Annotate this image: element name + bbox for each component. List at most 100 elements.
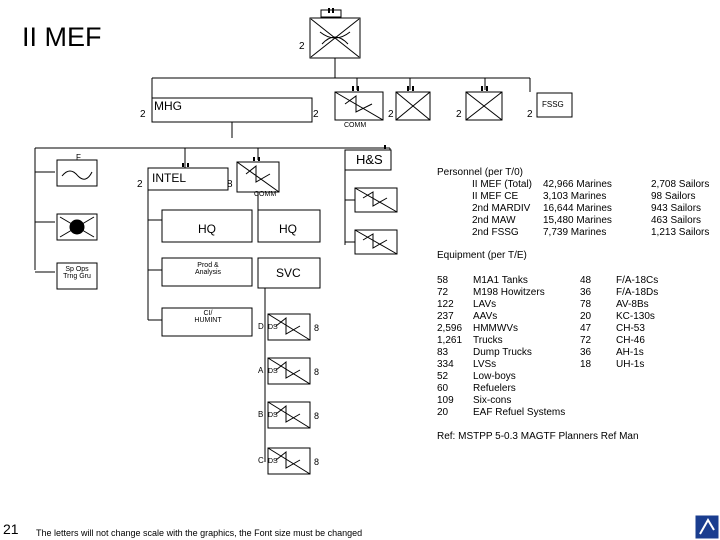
personnel-unit: 2nd MARDIV bbox=[472, 203, 531, 214]
fssg-echelon: 2 bbox=[527, 109, 533, 120]
equipment-ground-qty: 1,261 bbox=[437, 335, 463, 346]
equipment-air-qty: 18 bbox=[580, 359, 592, 370]
hq-right-label: HQ bbox=[279, 222, 297, 236]
personnel-marines: 16,644 Marines bbox=[543, 203, 612, 214]
equipment-ground-qty: 109 bbox=[437, 395, 454, 406]
ace-echelon: 2 bbox=[388, 109, 394, 120]
comm-bn-label: COMM bbox=[254, 191, 277, 198]
intel-label: INTEL bbox=[152, 171, 187, 185]
personnel-marines: 42,966 Marines bbox=[543, 179, 612, 190]
ace-box bbox=[395, 78, 431, 121]
equipment-air-item: CH-46 bbox=[616, 335, 645, 346]
ci-humint-label: CI/ HUMINT bbox=[194, 310, 222, 324]
gce-echelon: 2 bbox=[456, 109, 462, 120]
hq-left-label: HQ bbox=[198, 222, 216, 236]
equipment-ground-qty: 122 bbox=[437, 299, 454, 310]
equipment-air-qty: 36 bbox=[580, 287, 592, 298]
company-b-ds: DS bbox=[268, 412, 278, 419]
fssg-label: FSSG bbox=[542, 100, 564, 109]
equipment-ground-item: AAVs bbox=[473, 311, 498, 322]
personnel-sailors: 98 Sailors bbox=[651, 191, 696, 202]
prod-analysis-label: Prod & Analysis bbox=[194, 262, 222, 276]
personnel-marines: 3,103 Marines bbox=[543, 191, 607, 202]
company-c-label: C bbox=[258, 456, 264, 465]
hs-box bbox=[344, 149, 392, 171]
equipment-air-item: AH-1s bbox=[616, 347, 644, 358]
equipment-ground-qty: 237 bbox=[437, 311, 454, 322]
equipment-air-qty: 72 bbox=[580, 335, 592, 346]
equipment-ground-item: Low-boys bbox=[473, 371, 516, 382]
f-label: F bbox=[76, 153, 81, 162]
equipment-ground-item: M1A1 Tanks bbox=[473, 275, 528, 286]
equipment-ground-item: Six-cons bbox=[473, 395, 512, 406]
ds-company-a bbox=[267, 357, 311, 385]
svc-box bbox=[257, 257, 321, 289]
equipment-ground-item: LVSs bbox=[473, 359, 497, 370]
equipment-ground-item: Dump Trucks bbox=[473, 347, 532, 358]
personnel-unit: II MEF (Total) bbox=[472, 179, 533, 190]
mhg-label: MHG bbox=[154, 99, 182, 113]
company-a-label: A bbox=[258, 366, 264, 375]
equipment-ground-qty: 52 bbox=[437, 371, 449, 382]
company-a-ds: DS bbox=[268, 368, 278, 375]
company-a-echelon: 8 bbox=[314, 367, 320, 377]
page-number: 21 bbox=[3, 521, 19, 537]
personnel-unit: II MEF CE bbox=[472, 191, 519, 202]
equipment-air-qty: 47 bbox=[580, 323, 592, 334]
personnel-sailors: 943 Sailors bbox=[651, 203, 702, 214]
equipment-air-item: UH-1s bbox=[616, 359, 645, 370]
page-title: II MEF bbox=[22, 22, 102, 52]
reference-note: Ref: MSTPP 5-0.3 MAGTF Planners Ref Man bbox=[437, 431, 639, 442]
fssg-box bbox=[536, 92, 573, 118]
ds-company-c bbox=[267, 447, 311, 475]
hq-left-box bbox=[161, 209, 253, 243]
svc-label: SVC bbox=[276, 266, 301, 280]
comm-box bbox=[334, 78, 384, 121]
personnel-sailors: 1,213 Sailors bbox=[651, 227, 710, 238]
company-b-label: B bbox=[258, 410, 264, 419]
company-d-label: D bbox=[258, 322, 264, 331]
personnel-header: Personnel (per T/0) bbox=[437, 167, 523, 178]
corner-logo-icon bbox=[695, 515, 719, 539]
equipment-air-item: F/A-18Cs bbox=[616, 275, 659, 286]
company-c-ds: DS bbox=[268, 458, 278, 465]
f-box bbox=[56, 159, 98, 187]
equipment-air-qty: 48 bbox=[580, 275, 592, 286]
equipment-ground-qty: 83 bbox=[437, 347, 449, 358]
personnel-unit: 2nd FSSG bbox=[472, 227, 519, 238]
personnel-marines: 7,739 Marines bbox=[543, 227, 607, 238]
personnel-marines: 15,480 Marines bbox=[543, 215, 612, 226]
ds-company-d bbox=[267, 313, 311, 341]
equipment-air-item: AV-8Bs bbox=[616, 299, 649, 310]
ds-company-b bbox=[267, 401, 311, 429]
comm-bn-box bbox=[236, 148, 280, 193]
mhg-echelon: 2 bbox=[140, 109, 146, 120]
hq-right-box bbox=[257, 209, 321, 243]
ci-humint-box bbox=[161, 307, 253, 337]
footer-note: The letters will not change scale with t… bbox=[36, 528, 363, 538]
equipment-air-item: KC-130s bbox=[616, 311, 655, 322]
equipment-ground-item: EAF Refuel Systems bbox=[473, 407, 566, 418]
equipment-air-qty: 78 bbox=[580, 299, 592, 310]
equipment-ground-item: HMMWVs bbox=[473, 323, 518, 334]
company-c-echelon: 8 bbox=[314, 457, 320, 467]
equipment-ground-item: Trucks bbox=[473, 335, 503, 346]
comm-echelon: 2 bbox=[313, 109, 319, 120]
personnel-sailors: 463 Sailors bbox=[651, 215, 702, 226]
company-d-echelon: 8 bbox=[314, 323, 320, 333]
sp-ops-label: Sp Ops Trng Gru bbox=[63, 266, 91, 280]
ew-box bbox=[56, 213, 98, 241]
gce-box bbox=[465, 78, 503, 121]
mef-echelon: 2 bbox=[299, 41, 305, 52]
equipment-ground-item: LAVs bbox=[473, 299, 497, 310]
company-d-ds: DS bbox=[268, 324, 278, 331]
equipment-header: Equipment (per T/E) bbox=[437, 250, 527, 261]
comm-units-right bbox=[354, 187, 398, 255]
hs-label: H&S bbox=[356, 152, 383, 167]
equipment-ground-qty: 334 bbox=[437, 359, 454, 370]
intel-echelon: 2 bbox=[137, 179, 143, 190]
equipment-air-item: CH-53 bbox=[616, 323, 645, 334]
equipment-ground-qty: 20 bbox=[437, 407, 449, 418]
equipment-ground-qty: 58 bbox=[437, 275, 449, 286]
